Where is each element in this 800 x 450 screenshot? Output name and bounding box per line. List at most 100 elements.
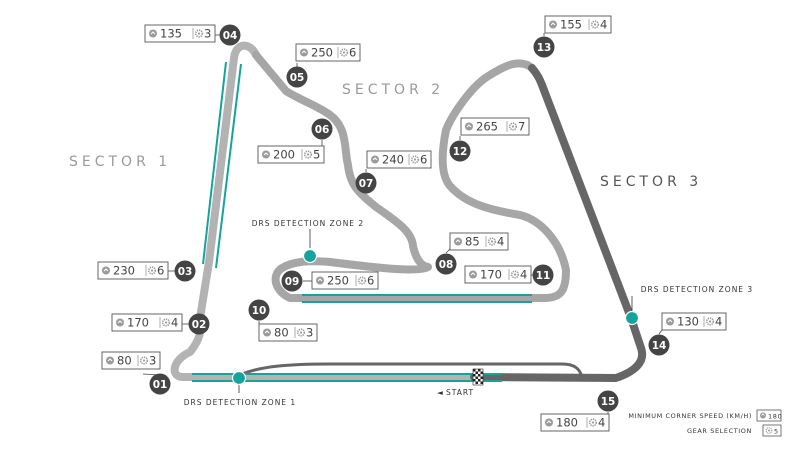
corner-number-badge (648, 334, 670, 356)
corner-speed-value: 180 (556, 416, 578, 430)
speedometer-icon (760, 412, 766, 419)
sector-1-label: SECTOR 1 (69, 154, 171, 170)
corner-speed-value: 130 (677, 315, 699, 329)
corner-gear-value: 3 (149, 354, 156, 368)
gear-icon (357, 276, 367, 285)
sector-3-label: SECTOR 3 (600, 174, 702, 190)
corner-number-badge (149, 373, 171, 395)
corner-gear-value: 6 (349, 46, 356, 60)
corner-info-box (449, 232, 509, 251)
corner-info-box (460, 117, 530, 136)
gear-icon (410, 155, 420, 164)
drs-detection-point-1 (231, 370, 247, 386)
legend-gear-label: GEAR SELECTION (687, 427, 752, 435)
corner-number: 02 (192, 319, 207, 331)
gear-icon (508, 122, 518, 131)
corner-number: 09 (285, 276, 300, 288)
corner-gear-value: 6 (420, 153, 427, 167)
corner-number-badge (355, 172, 377, 194)
speedometer-icon (545, 418, 553, 427)
corner-number: 04 (223, 30, 238, 42)
gear-icon (194, 29, 204, 38)
drs-label-2: DRS DETECTION ZONE 2 (252, 219, 364, 228)
corner-number-badge (219, 24, 241, 46)
corner-speed-value: 250 (327, 274, 349, 288)
corner-number: 08 (439, 259, 454, 271)
corner-number: 11 (536, 270, 551, 282)
checkered-flag-icon (472, 368, 484, 386)
corner-number: 15 (601, 396, 616, 408)
corner-number-badge (311, 118, 333, 140)
corner-number: 01 (153, 379, 168, 391)
legend-speed-box (756, 409, 782, 422)
corner-number: 05 (290, 72, 305, 84)
corner-number-badge (281, 270, 303, 292)
gear-icon (487, 237, 497, 246)
corner-info-box (464, 265, 532, 284)
corner-gear-value: 4 (600, 18, 607, 32)
corner-speed-value: 265 (476, 120, 498, 134)
drs-line-sector-1 (202, 61, 227, 265)
gear-icon (139, 356, 149, 365)
speedometer-icon (263, 328, 271, 337)
corner-speed-value: 80 (117, 354, 132, 368)
track-sector-2 (252, 51, 570, 302)
corner-speed-value: 170 (127, 316, 149, 330)
speedometer-icon (316, 276, 324, 285)
corner-info-box (144, 24, 216, 43)
sector-2-label: SECTOR 2 (342, 82, 444, 98)
speedometer-icon (149, 29, 157, 38)
speedometer-icon (371, 155, 379, 164)
corner-speed-value: 80 (274, 326, 289, 340)
speedometer-icon (262, 150, 270, 159)
corner-number: 12 (453, 146, 468, 158)
corner-gear-value: 3 (204, 27, 211, 41)
corner-info-box (544, 15, 612, 34)
corner-number-badge (597, 390, 619, 412)
corner-gear-value: 7 (518, 120, 525, 134)
gear-icon (705, 317, 715, 326)
corner-leader-line (658, 329, 663, 335)
legend-speed-label: MINIMUM CORNER SPEED (KM/H) (628, 412, 752, 420)
corner-number-badge (532, 264, 554, 286)
corner-number: 03 (178, 266, 193, 278)
corner-gear-value: 4 (171, 316, 178, 330)
corner-number: 10 (252, 305, 267, 317)
gear-icon (161, 318, 171, 327)
corner-info-box (257, 145, 325, 164)
corner-info-box (540, 413, 610, 432)
speedometer-icon (549, 20, 557, 29)
legend-gear-example: 5 (774, 428, 779, 436)
corner-number-badge (188, 313, 210, 335)
corner-info-box (111, 313, 183, 332)
gear-icon (588, 418, 598, 427)
corner-01: 80 3 01 (101, 351, 171, 395)
corner-info-box (258, 323, 318, 342)
gear-icon (147, 266, 157, 275)
corner-speed-value: 85 (465, 235, 480, 249)
corner-number-badge (435, 253, 457, 275)
speedometer-icon (454, 237, 462, 246)
corner-speed-value: 155 (560, 18, 582, 32)
corner-12: 265 7 12 (449, 117, 530, 162)
drs-label-1: DRS DETECTION ZONE 1 (184, 398, 296, 407)
corner-number-badge (449, 140, 471, 162)
corner-info-box (311, 271, 379, 290)
corner-gear-value: 4 (520, 268, 527, 282)
corner-number: 07 (359, 178, 374, 190)
corner-number-badge (174, 260, 196, 282)
corner-number: 14 (652, 340, 667, 352)
start-line: ◄ START (437, 368, 484, 397)
speedometer-icon (465, 122, 473, 131)
corner-speed-value: 170 (480, 268, 502, 282)
start-arrow: ◄ (437, 388, 444, 397)
corner-gear-value: 4 (497, 235, 504, 249)
corner-info-box (101, 351, 161, 370)
pit-lane (238, 362, 584, 379)
